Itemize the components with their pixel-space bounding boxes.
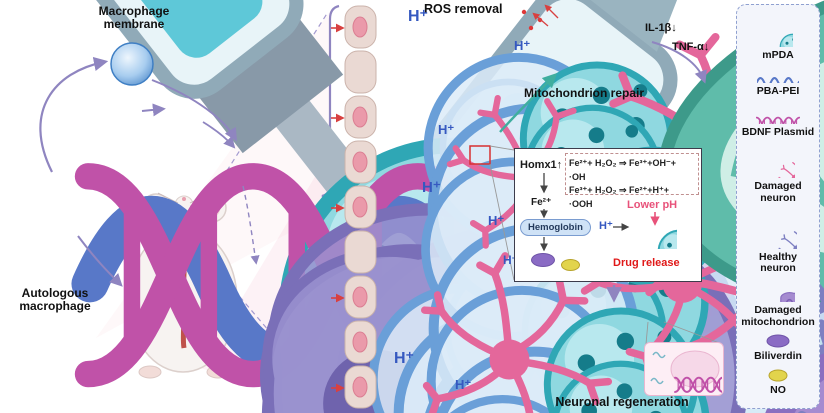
- legend-item-damaged-mitochondrion: Damaged mitochondrion: [740, 281, 816, 329]
- ros-removal-label: ROS removal: [424, 2, 503, 16]
- h-plus-label: H⁺: [438, 122, 455, 137]
- h-plus-label: H⁺: [488, 213, 505, 228]
- inset-connector-lines: [489, 145, 515, 281]
- fe2-label: Fe²⁺: [531, 197, 552, 208]
- hemoglobin-pill: Hemoglobin: [520, 219, 591, 236]
- legend-panel: mPDA PBA-PEI BDNF Plasmid Damaged neuron…: [736, 4, 820, 409]
- legend-item-mpda: mPDA: [740, 17, 816, 62]
- legend-item-damaged-neuron: Damaged neuron: [740, 144, 816, 205]
- homx1-label: Homx1↑: [520, 159, 563, 171]
- legend-label: Healthy neuron: [759, 250, 797, 275]
- uptake-arrows: [331, 23, 345, 393]
- pba-pei-icon: [757, 77, 799, 84]
- autologous-macrophage-label: Autologous macrophage: [19, 286, 91, 314]
- ros-removal-arrows: [532, 4, 559, 27]
- bdnf-plasmid-icon: [756, 116, 800, 124]
- lower-ph-label: Lower pH: [627, 199, 678, 211]
- legend-label: PBA-PEI: [756, 85, 800, 98]
- legend-label: NO: [770, 383, 786, 396]
- legend-label: Damaged mitochondrion: [741, 303, 815, 328]
- drug-release-label: Drug release: [613, 257, 680, 269]
- biliverdin-icon: [531, 253, 555, 267]
- legend-item-biliverdin: Biliverdin: [740, 334, 816, 363]
- legend-label: mPDA: [762, 48, 794, 61]
- mitochondrion-repair-label: Mitochondrion repair: [524, 86, 644, 100]
- fenton-reaction-box: Fe²⁺+ H₂O₂ ⇒ Fe³⁺+OH⁻+ ·OH Fe³⁺+ H₂O₂ ⇒ …: [565, 153, 699, 209]
- fenton-reaction-inset: Homx1↑ Fe²⁺+ H₂O₂ ⇒ Fe³⁺+OH⁻+ ·OH Fe³⁺+ …: [514, 148, 702, 282]
- legend-item-pba-pei: PBA-PEI: [740, 67, 816, 98]
- zoom-region-box: [469, 145, 491, 165]
- no-icon: [768, 369, 788, 381]
- neuronal-regeneration-label: Neuronal regeneration: [555, 395, 689, 409]
- inset-mpda-icon: [657, 229, 677, 249]
- healthy-neuron-icon: [778, 230, 797, 249]
- endothelial-cell-wall: [344, 5, 636, 413]
- assembly-arrows: [39, 56, 260, 287]
- legend-item-no: NO: [740, 369, 816, 397]
- legend-label: BDNF Plasmid: [741, 125, 815, 138]
- reaction-line-2: Fe³⁺+ H₂O₂ ⇒ Fe²⁺+H⁺+ ·OOH: [569, 185, 670, 209]
- pinkbox-connector-lines: [645, 321, 723, 345]
- h-plus-label: H⁺: [408, 8, 428, 25]
- repair-arrow: [499, 72, 558, 133]
- cytokine-arrow: [651, 41, 707, 84]
- biliverdin-icon: [766, 334, 790, 348]
- tnfa-label: TNF-α↓: [672, 41, 710, 53]
- damaged-mitochondrion-icon: [780, 291, 795, 302]
- transfection-inset: [644, 342, 724, 396]
- legend-label: Damaged neuron: [754, 180, 802, 204]
- h-plus-label: H⁺: [422, 179, 441, 196]
- legend-item-bdnf-plasmid: BDNF Plasmid: [740, 104, 816, 139]
- transfection-art: [650, 350, 723, 393]
- inset-h-plus-label: H⁺: [599, 220, 613, 232]
- damaged-neuron-icon: [778, 162, 795, 179]
- no-icon: [561, 259, 580, 271]
- legend-item-healthy-neuron: Healthy neuron: [740, 211, 816, 276]
- il1b-label: IL-1β↓: [645, 22, 677, 34]
- legend-label: Biliverdin: [754, 350, 802, 362]
- macrophage-membrane-label: Macrophage membrane: [98, 4, 170, 32]
- h-plus-label: H⁺: [455, 377, 472, 392]
- h-plus-label: H⁺: [514, 38, 531, 53]
- reaction-line-1: Fe²⁺+ H₂O₂ ⇒ Fe³⁺+OH⁻+ ·OH: [569, 158, 677, 182]
- h-plus-label: H⁺: [394, 350, 414, 367]
- mpda-icon: [779, 33, 793, 47]
- macrophage-membrane-icon: [110, 42, 154, 86]
